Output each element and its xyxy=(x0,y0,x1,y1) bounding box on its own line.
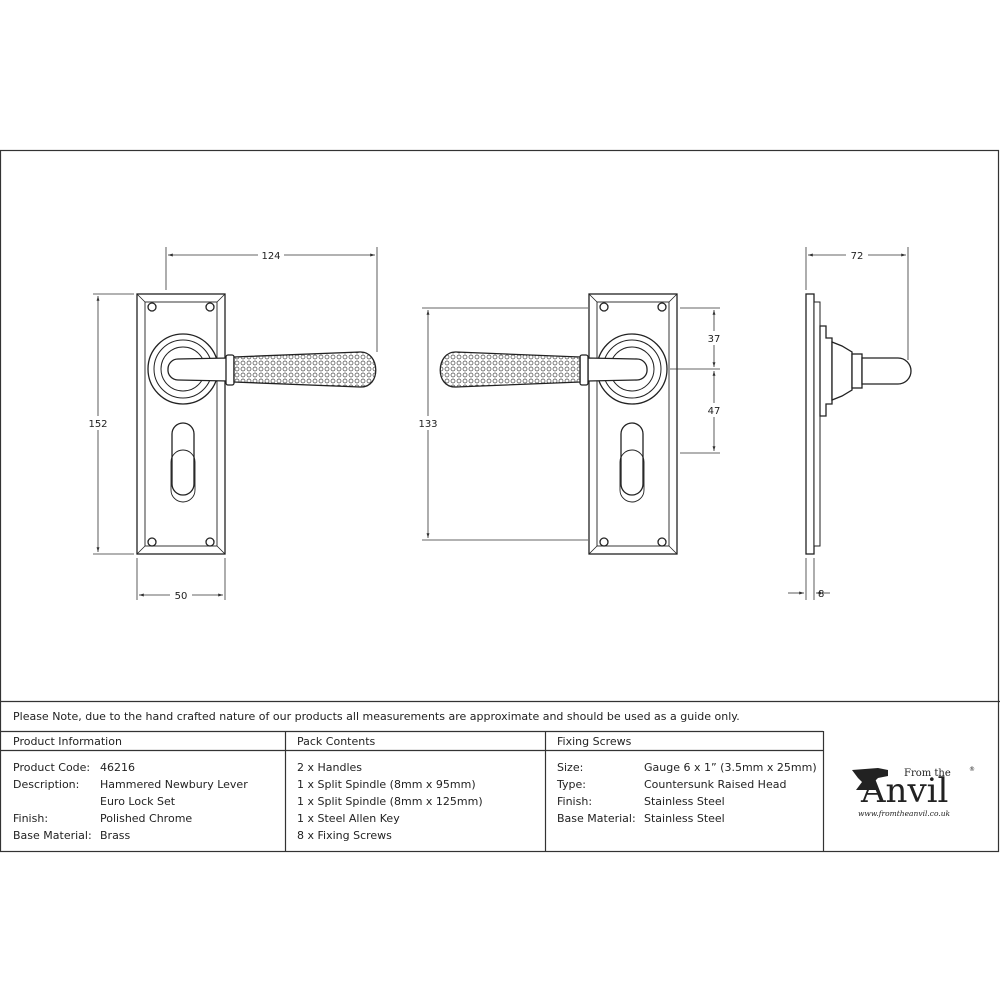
front-euro-cylinder xyxy=(171,422,195,496)
size-value: Gauge 6 x 1” (3.5mm x 25mm) xyxy=(644,761,817,774)
rear-mid-dim: 47 xyxy=(708,406,721,417)
rear-lever-neck xyxy=(587,357,648,382)
side-dimensions xyxy=(788,247,909,600)
pack-contents-title: Pack Contents xyxy=(297,735,376,748)
front-view xyxy=(136,293,377,555)
list-item: 1 x Steel Allen Key xyxy=(297,812,400,825)
logo-name: Anvil xyxy=(860,771,948,811)
front-collar xyxy=(225,354,235,386)
side-depth-dim: 72 xyxy=(851,251,864,262)
list-item: 8 x Fixing Screws xyxy=(297,829,392,842)
finish-label: Finish: xyxy=(13,812,49,825)
screw-finish-label: Finish: xyxy=(557,795,593,808)
rear-lever-grip xyxy=(439,351,581,388)
base-material-label: Base Material: xyxy=(13,829,92,842)
list-item: 1 x Split Spindle (8mm x 95mm) xyxy=(297,778,476,791)
plate-thickness-dim: 8 xyxy=(818,589,824,600)
drawing-frame xyxy=(0,149,1000,853)
front-screw-hole xyxy=(147,537,157,547)
description-value: Hammered Newbury Lever xyxy=(100,778,248,791)
side-collar xyxy=(831,341,853,401)
list-item: 1 x Split Spindle (8mm x 125mm) xyxy=(297,795,483,808)
logo-from-the: From the xyxy=(904,768,951,779)
rear-top-dim: 37 xyxy=(708,334,721,345)
rear-screw-hole xyxy=(657,302,667,312)
size-label: Size: xyxy=(557,761,584,774)
type-label: Type: xyxy=(557,778,586,791)
rear-screw-hole xyxy=(657,537,667,547)
rear-collar xyxy=(579,354,589,386)
product-code-value: 46216 xyxy=(100,761,135,774)
finish-value: Polished Chrome xyxy=(100,812,193,825)
rear-screw-hole xyxy=(599,537,609,547)
backplate-width-dim: 50 xyxy=(175,591,188,602)
type-value: Countersunk Raised Head xyxy=(644,778,787,791)
measurement-note: Please Note, due to the hand crafted nat… xyxy=(13,710,740,723)
from-the-anvil-logo: Anvil From the ® www.fromtheanvil.co.uk xyxy=(848,760,978,830)
side-lever-end xyxy=(861,357,912,385)
front-width-dim: 124 xyxy=(261,251,280,262)
side-rose xyxy=(819,325,833,417)
front-lever-neck xyxy=(167,357,229,382)
front-screw-hole xyxy=(205,302,215,312)
product-info-title: Product Information xyxy=(13,735,122,748)
description-label: Description: xyxy=(13,778,80,791)
logo-url: www.fromtheanvil.co.uk xyxy=(858,809,951,818)
side-collar-ring xyxy=(851,353,863,389)
front-screw-hole xyxy=(205,537,215,547)
rear-euro-cylinder xyxy=(620,422,644,496)
rear-height-dim: 133 xyxy=(418,419,437,430)
rear-view xyxy=(439,293,678,555)
base-material-value: Brass xyxy=(100,829,131,842)
list-item: 2 x Handles xyxy=(297,761,363,774)
side-backplate xyxy=(805,293,815,555)
front-screw-hole xyxy=(147,302,157,312)
front-height-dim: 152 xyxy=(88,419,107,430)
anvil-logo-icon: Anvil From the ® www.fromtheanvil.co.uk xyxy=(852,766,975,818)
description-value-cont: Euro Lock Set xyxy=(100,795,176,808)
screw-material-label: Base Material: xyxy=(557,812,636,825)
front-lever-grip xyxy=(233,351,377,388)
front-dimensions xyxy=(93,247,378,600)
side-view xyxy=(805,293,912,555)
product-code-label: Product Code: xyxy=(13,761,91,774)
rear-screw-hole xyxy=(599,302,609,312)
screw-finish-value: Stainless Steel xyxy=(644,795,725,808)
fixing-screws-title: Fixing Screws xyxy=(557,735,632,748)
logo-registered: ® xyxy=(969,766,975,773)
screw-material-value: Stainless Steel xyxy=(644,812,725,825)
